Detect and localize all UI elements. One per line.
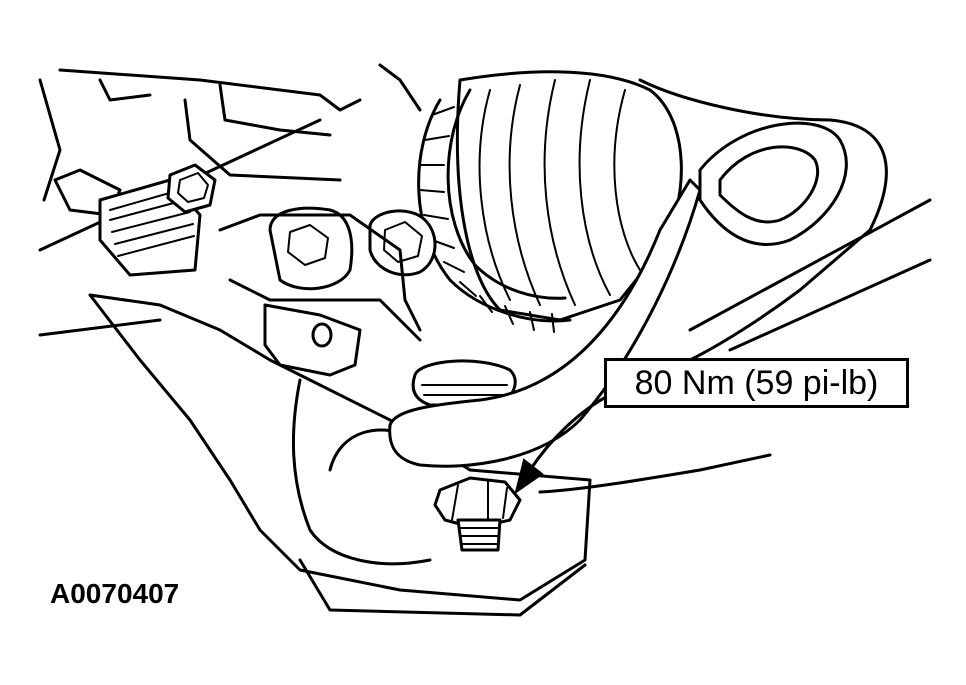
torque-callout: 80 Nm (59 pi-lb) <box>604 358 909 408</box>
abs-tone-ring <box>417 88 572 333</box>
mounting-bolt-2 <box>268 206 354 291</box>
cv-joint-boot <box>455 70 683 322</box>
torque-spec-label: 80 Nm (59 pi-lb) <box>634 363 879 402</box>
ball-joint <box>411 359 517 407</box>
figure-id: A0070407 <box>50 578 180 609</box>
ball-joint-nut <box>433 476 522 552</box>
callout-arrow <box>514 393 772 495</box>
mounting-bolt-3 <box>368 209 437 277</box>
caliper-bracket <box>218 213 422 377</box>
knuckle-bracket-right <box>638 78 932 362</box>
tie-rod <box>388 178 702 468</box>
mounting-bolt-1 <box>166 163 217 214</box>
arrowhead-icon <box>514 458 544 495</box>
background-structure <box>38 63 422 252</box>
